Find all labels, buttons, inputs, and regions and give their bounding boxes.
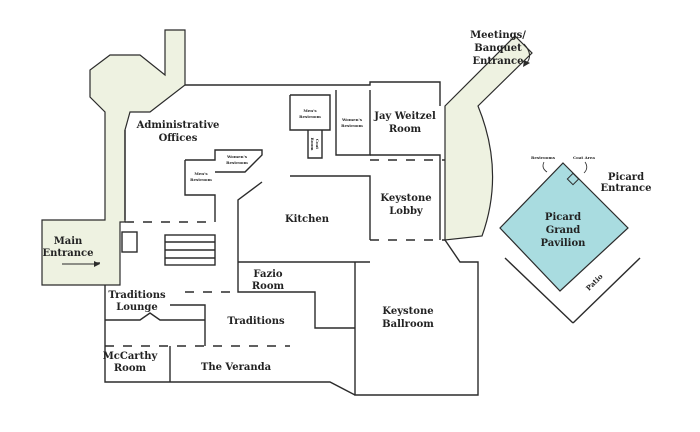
right-corridor: [444, 35, 533, 241]
veranda-label: The Veranda: [201, 362, 272, 373]
coat-room-label: CoatRoom: [310, 138, 320, 152]
picard-pavilion-shape: [499, 162, 629, 292]
coat-area-label: Coat Area: [573, 155, 595, 160]
patio-label: Patio: [584, 272, 605, 293]
restrooms-label: Restrooms: [531, 155, 556, 160]
traditions-label: Traditions: [227, 316, 285, 327]
left-corridor: [41, 29, 186, 286]
kitchen-label: Kitchen: [285, 214, 330, 225]
